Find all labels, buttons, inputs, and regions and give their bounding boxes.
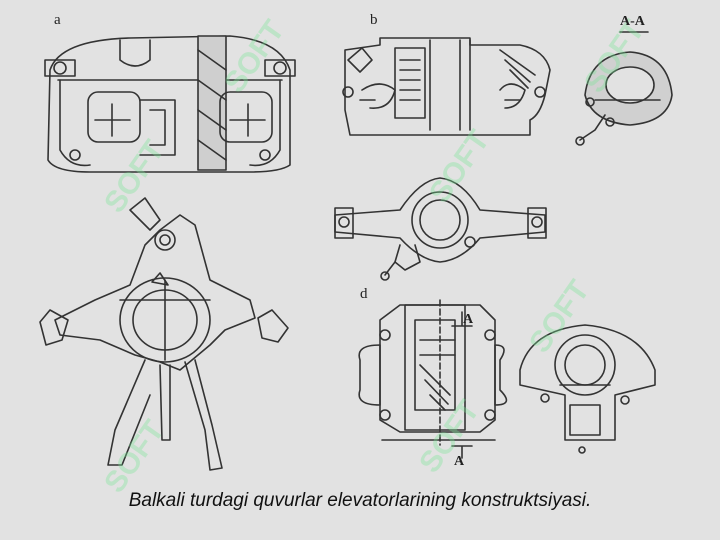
section-mark-top: A xyxy=(463,312,474,327)
figure-bottom-left-elevator xyxy=(39,197,289,471)
figure-b-plan-view xyxy=(334,177,547,281)
section-title: A-A xyxy=(620,14,645,29)
figure-label-d: d xyxy=(360,286,368,302)
figure-b-elevator xyxy=(342,37,551,136)
figure-label-b: b xyxy=(370,12,378,28)
section-mark-bottom-line xyxy=(451,445,473,459)
figure-d-elevator xyxy=(358,299,508,446)
section-mark-bottom: A xyxy=(454,454,465,469)
section-a-a xyxy=(575,51,673,146)
section-mark-top-line xyxy=(451,311,473,327)
figure-caption: Balkali turdagi quvurlar elevatorlarinin… xyxy=(128,490,592,511)
figure-a-elevator xyxy=(44,35,296,173)
figure-bottom-right-elevator xyxy=(519,324,656,454)
figure-label-a: a xyxy=(54,12,61,28)
